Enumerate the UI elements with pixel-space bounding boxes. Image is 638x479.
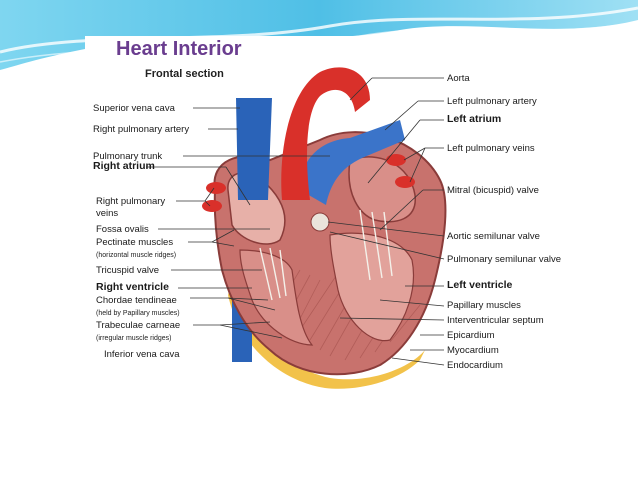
label-left-pulmonary-artery: Left pulmonary artery [447, 96, 537, 107]
leader-lines-right [327, 77, 445, 366]
label-papillary-muscles: Papillary muscles [447, 300, 521, 311]
label-pulmonary-trunk: Pulmonary trunk [93, 151, 163, 162]
label-right-pulmonary-artery: Right pulmonary artery [93, 124, 190, 135]
label-left-pulmonary-veins: Left pulmonary veins [447, 143, 535, 154]
aortic-valve-shape [310, 212, 330, 232]
label-epicardium: Epicardium [447, 330, 495, 341]
label-right-atrium: Right atrium [93, 160, 155, 172]
label-right-pulmonary-veins-line2: veins [96, 208, 119, 219]
label-endocardium: Endocardium [447, 360, 503, 371]
left-pulmonary-veins-shape [386, 154, 415, 188]
valve-cords [259, 209, 393, 301]
label-chordae-tendineae: Chordae tendineae [96, 295, 177, 306]
label-aortic-semilunar-valve: Aortic semilunar valve [447, 231, 540, 242]
left-ventricle-chamber [329, 232, 415, 342]
label-interventricular-septum: Interventricular septum [447, 315, 544, 326]
label-left-atrium: Left atrium [447, 113, 502, 125]
label-myocardium: Myocardium [447, 345, 499, 356]
label-tricuspid-valve: Tricuspid valve [96, 265, 160, 276]
diagram-title: Heart Interior [116, 38, 242, 60]
superior-vena-cava-shape [236, 98, 272, 200]
leader-lines-left [146, 107, 330, 339]
label-inferior-vena-cava: Inferior vena cava [104, 349, 180, 360]
label-right-ventricle: Right ventricle [96, 281, 169, 293]
pulmonary-trunk-shape [300, 120, 405, 205]
label-trabeculae-note: (irregular muscle ridges) [96, 335, 172, 342]
right-ventricle-chamber [239, 249, 314, 346]
label-superior-vena-cava: Superior vena cava [93, 103, 175, 114]
label-aorta: Aorta [447, 73, 470, 84]
label-pectinate-note: (horizontal muscle ridges) [96, 252, 177, 259]
label-trabeculae-carneae: Trabeculae carneae [96, 320, 181, 331]
diagram-subtitle: Frontal section [145, 68, 224, 80]
label-pulmonary-semilunar-valve: Pulmonary semilunar valve [447, 254, 562, 265]
label-left-ventricle: Left ventricle [447, 279, 513, 291]
label-mitral-valve: Mitral (bicuspid) valve [447, 185, 539, 196]
label-right-pulmonary-veins-line1: Right pulmonary [96, 196, 166, 207]
label-fossa-ovalis: Fossa ovalis [96, 224, 149, 235]
label-pectinate-muscles: Pectinate muscles [96, 237, 174, 248]
aorta-shape [281, 67, 370, 201]
label-chordae-note: (held by Papillary muscles) [96, 310, 180, 317]
epicardial-fat [228, 280, 425, 389]
